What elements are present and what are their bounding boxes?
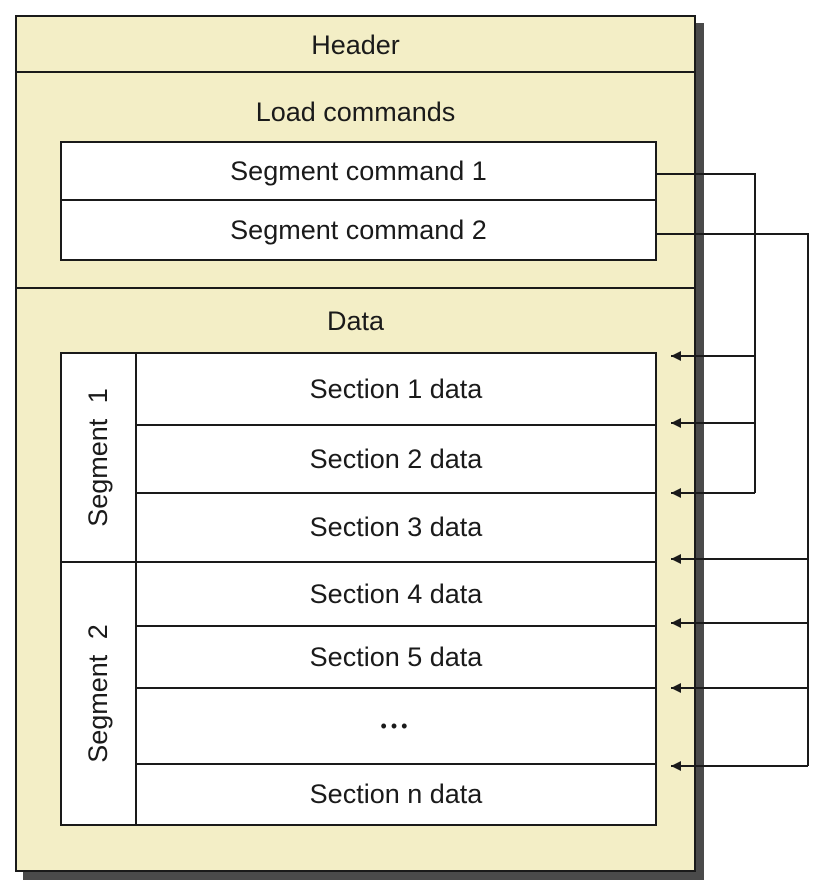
section-2-data: Section 2 data xyxy=(309,443,483,474)
section-5-data: Section 5 data xyxy=(309,641,483,672)
section-3-data: Section 3 data xyxy=(309,512,483,542)
load-commands-divider xyxy=(17,287,694,289)
segment-commands-box: Segment command 1 Segment command 2 xyxy=(60,141,657,261)
header-label: Header xyxy=(311,30,400,60)
segment-column-divider xyxy=(135,354,137,824)
segment-command-1: Segment command 1 xyxy=(230,156,487,186)
ellipsis-sections: ••• xyxy=(380,715,412,736)
segment-divider xyxy=(62,561,655,563)
segment-command-divider xyxy=(62,199,655,201)
data-label: Data xyxy=(326,306,385,336)
section-1-data: Section 1 data xyxy=(309,373,483,404)
section-4-data: Section 4 data xyxy=(309,578,483,609)
section-n-data: Section n data xyxy=(309,779,483,809)
section-divider xyxy=(137,763,655,765)
section-divider xyxy=(137,625,655,627)
segments-box: Segment 1 Segment 2 Section 1 data Secti… xyxy=(60,352,657,826)
section-divider xyxy=(137,424,655,426)
header-divider xyxy=(17,71,694,73)
section-divider xyxy=(137,687,655,689)
segment-1-connector xyxy=(657,173,756,493)
segment-2-connector xyxy=(657,233,809,766)
load-commands-label: Load commands xyxy=(255,97,456,127)
section-divider xyxy=(137,492,655,494)
segment-command-2: Segment command 2 xyxy=(230,214,487,245)
